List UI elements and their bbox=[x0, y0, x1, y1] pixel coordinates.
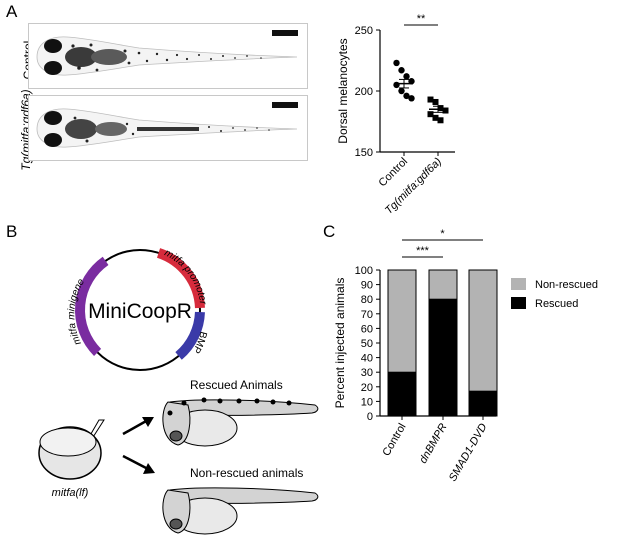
data-point-transgenic bbox=[437, 117, 444, 124]
y-tick-label-c: 90 bbox=[361, 280, 373, 292]
larva-image-transgenic bbox=[28, 95, 308, 161]
segment-minigene bbox=[75, 256, 109, 356]
panel-letter-c: C bbox=[323, 222, 336, 241]
data-point-control bbox=[393, 59, 400, 67]
scale-bar-transgenic bbox=[272, 102, 298, 108]
y-tick-label-c: 100 bbox=[355, 265, 373, 277]
x-tick-label-a: Tg(mitfa:gdf6a) bbox=[383, 155, 444, 216]
y-tick-label-a: 200 bbox=[355, 86, 373, 98]
y-tick-label-a: 150 bbox=[355, 147, 373, 159]
segment-bmp bbox=[175, 311, 205, 360]
panel-letter-b: B bbox=[6, 222, 18, 241]
minicoopr-diagram: MiniCoopR mitfa promoter BMP gene mitfa … bbox=[0, 230, 319, 535]
data-point-transgenic bbox=[432, 98, 439, 105]
scale-bar-control bbox=[272, 30, 298, 36]
y-tick-label-c: 30 bbox=[361, 367, 373, 379]
larva-image-control bbox=[28, 23, 308, 89]
data-point-control bbox=[408, 78, 415, 85]
y-tick-label-a: 250 bbox=[355, 25, 373, 37]
plasmid-name: MiniCoopR bbox=[88, 300, 192, 323]
data-point-transgenic bbox=[432, 114, 439, 121]
y-tick-label-c: 0 bbox=[367, 411, 373, 423]
bar-rescued bbox=[387, 371, 417, 417]
larva-rescued bbox=[162, 397, 319, 447]
legend-label-rescued: Rescued bbox=[535, 298, 578, 310]
legend-swatch-rescued bbox=[511, 297, 526, 309]
larva-silhouette-transgenic bbox=[36, 108, 298, 148]
significance-label-c: *** bbox=[416, 245, 430, 257]
segment-label-bmp: BMP gene bbox=[0, 230, 208, 358]
bar-nonrescued bbox=[428, 269, 458, 300]
y-tick-label-c: 50 bbox=[361, 338, 373, 350]
nonrescued-label: Non-rescued animals bbox=[190, 466, 303, 480]
significance-label-c: * bbox=[440, 228, 445, 240]
x-tick-label-a: Control bbox=[377, 156, 411, 190]
larva-silhouette-control bbox=[36, 36, 298, 76]
data-point-transgenic bbox=[427, 111, 434, 118]
data-point-control bbox=[408, 95, 415, 102]
data-point-control bbox=[393, 81, 400, 89]
data-point-transgenic bbox=[427, 96, 434, 103]
x-tick-label-c: Control bbox=[380, 422, 408, 459]
data-point-control bbox=[403, 92, 410, 100]
y-axis-label-a: Dorsal melanocytes bbox=[336, 38, 350, 143]
y-tick-label-c: 20 bbox=[361, 382, 373, 394]
legend-swatch-nonrescued bbox=[511, 278, 526, 290]
y-tick-label-c: 70 bbox=[361, 309, 373, 321]
data-point-transgenic bbox=[442, 107, 449, 114]
bar-rescued bbox=[428, 298, 458, 417]
y-tick-label-c: 80 bbox=[361, 294, 373, 306]
data-point-control bbox=[398, 67, 405, 74]
y-tick-label-c: 40 bbox=[361, 353, 373, 365]
y-tick-label-c: 10 bbox=[361, 396, 373, 408]
segment-promoter bbox=[156, 248, 205, 309]
panel-letter-a: A bbox=[6, 2, 18, 21]
x-tick-label-c: SMAD1-DVD bbox=[447, 421, 490, 483]
significance-label-a: ** bbox=[417, 13, 426, 25]
arrow-to-rescued bbox=[122, 417, 154, 436]
arrow-to-nonrescued bbox=[122, 454, 155, 474]
y-tick-label-c: 60 bbox=[361, 323, 373, 335]
embryo-mitfa-lf bbox=[38, 426, 102, 480]
data-point-control bbox=[403, 73, 410, 80]
data-point-transgenic bbox=[437, 105, 444, 112]
rescued-label: Rescued Animals bbox=[190, 378, 283, 392]
data-point-control bbox=[398, 87, 405, 95]
larva-nonrescued bbox=[162, 487, 319, 535]
bar-rescued bbox=[468, 390, 498, 417]
legend-label-nonrescued: Non-rescued bbox=[535, 279, 598, 291]
embryo-label: mitfa(lf) bbox=[52, 487, 89, 499]
x-tick-label-c: dnBMPR bbox=[417, 421, 449, 465]
y-axis-label-c: Percent injected animals bbox=[333, 278, 347, 409]
bar-nonrescued bbox=[468, 269, 498, 392]
bar-nonrescued bbox=[387, 269, 417, 373]
